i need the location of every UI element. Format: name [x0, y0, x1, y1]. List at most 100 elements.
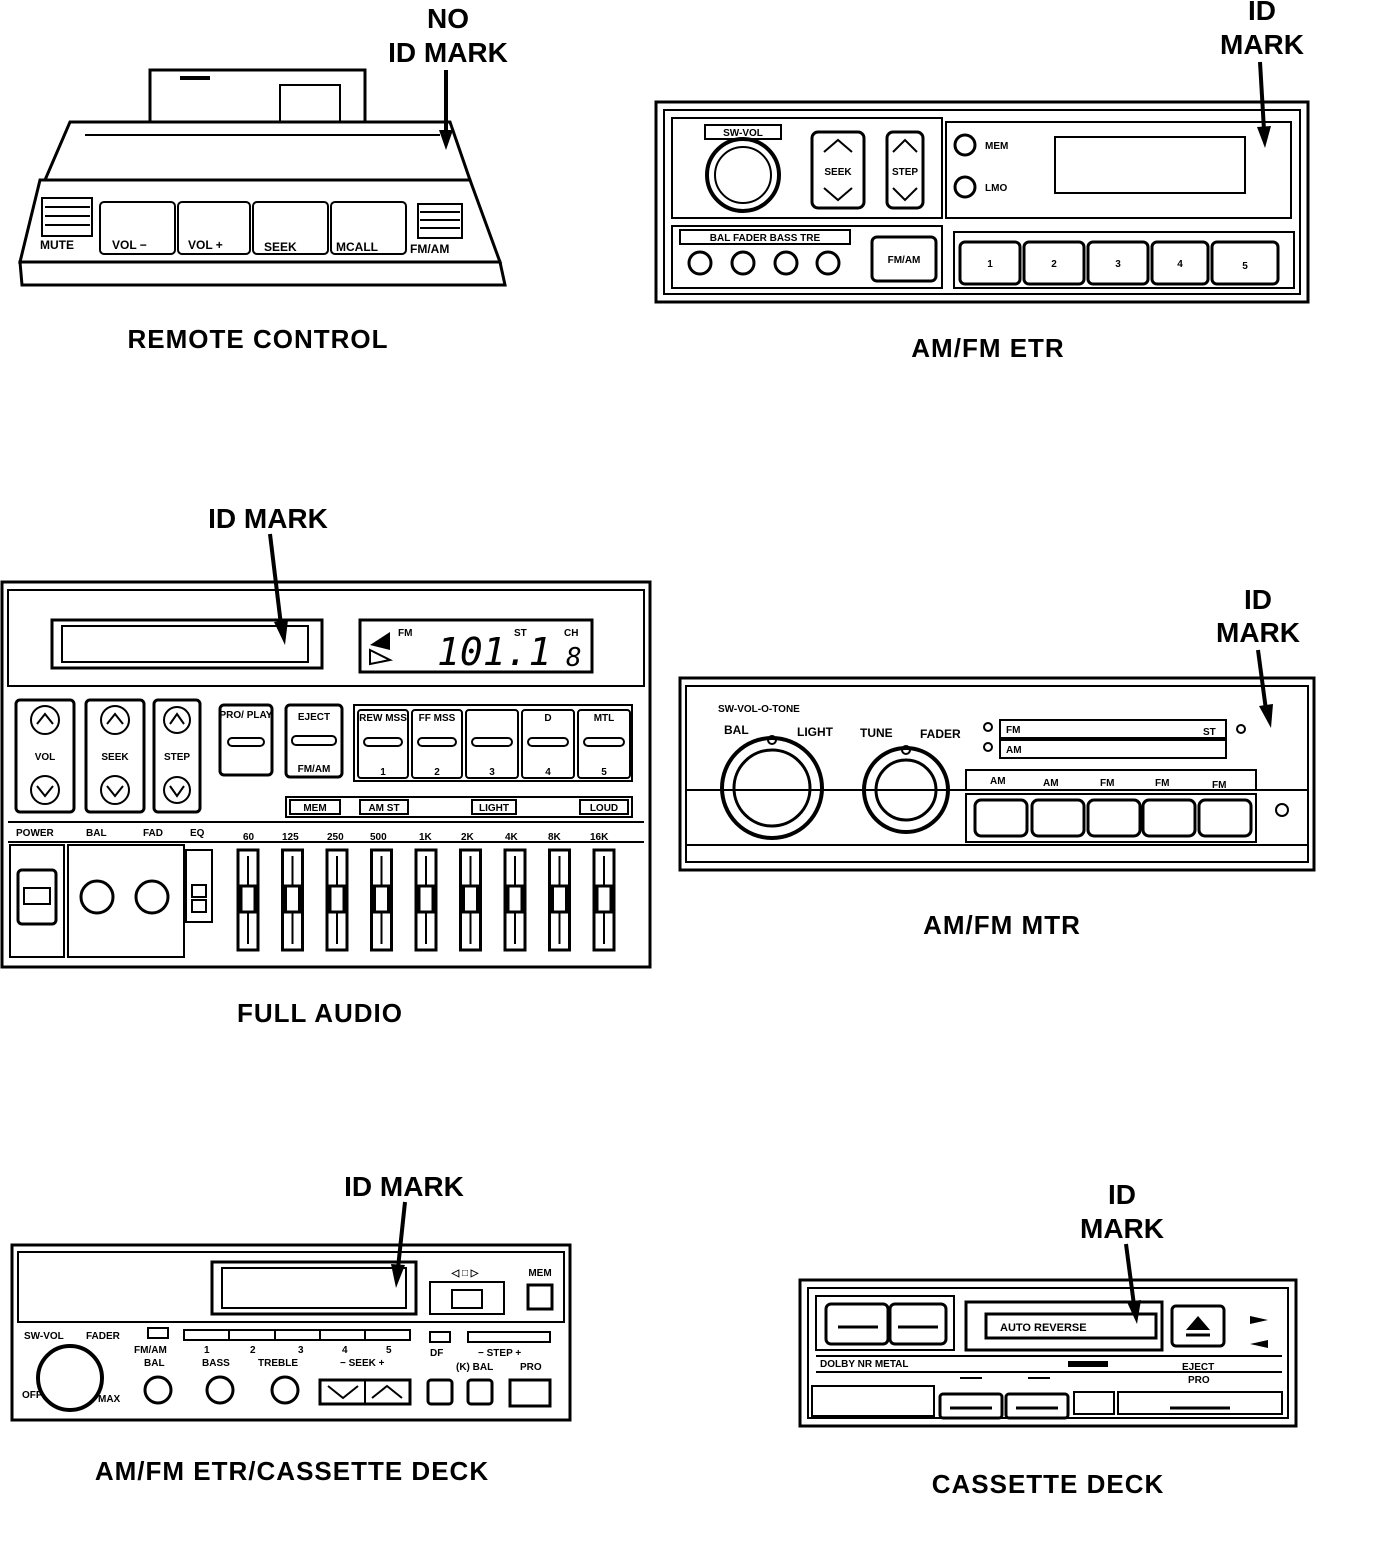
full-audio-step-rocker[interactable]: [152, 698, 202, 814]
etr-fm-am-button[interactable]: [870, 235, 938, 283]
cassette-ff-button[interactable]: [888, 1302, 948, 1346]
cassette-lower-button[interactable]: [1004, 1392, 1070, 1420]
eq-slider-track[interactable]: [325, 848, 349, 952]
mtr-preset-button[interactable]: [1030, 798, 1086, 838]
full-audio-eq-label: 8K: [548, 832, 562, 843]
full-audio-tape-button[interactable]: [521, 709, 575, 779]
cassette-eject-button[interactable]: [1170, 1304, 1226, 1348]
full-audio-bal-knob[interactable]: [79, 879, 115, 915]
cassette-rew-button[interactable]: [824, 1302, 890, 1346]
full-audio-tape-button[interactable]: [357, 709, 409, 779]
caption-full-audio: FULL AUDIO: [237, 998, 403, 1028]
etr-step-button[interactable]: [885, 130, 925, 210]
remote-button-label: VOL +: [188, 238, 223, 252]
mtr-preset-label: FM: [1212, 780, 1226, 791]
etr-cassette-df-button[interactable]: [426, 1378, 454, 1406]
etr-tone-strip-label: BAL FADER BASS TRE: [710, 233, 821, 244]
cassette-lower-button[interactable]: [811, 1385, 935, 1417]
eq-slider-knob[interactable]: [328, 884, 346, 914]
etr-cassette-bal-button[interactable]: [466, 1378, 494, 1406]
etr-cassette-pro-button[interactable]: [508, 1378, 552, 1408]
etr-cassette-mem-button[interactable]: [526, 1283, 554, 1311]
mtr-knob-label: TUNE: [860, 726, 893, 740]
eq-slider-track[interactable]: [281, 848, 304, 952]
etr-preset-button[interactable]: [1150, 240, 1210, 286]
mtr-preset-button[interactable]: [1086, 798, 1142, 838]
remote-callout-line2: ID MARK: [388, 37, 508, 68]
full-audio-eq-label: BAL: [86, 828, 107, 839]
eq-slider-track[interactable]: [414, 848, 438, 952]
full-audio-tape-button-label: FF MSS: [419, 713, 456, 724]
eq-slider-knob[interactable]: [462, 884, 479, 914]
etr-fader-knob[interactable]: [730, 250, 756, 276]
mtr-volume-knob[interactable]: [720, 736, 824, 840]
eq-slider-knob[interactable]: [506, 884, 524, 914]
remote-callout-arrow: [439, 70, 453, 150]
full-audio-tape-button[interactable]: [577, 709, 631, 779]
full-audio-eq-label: 2K: [461, 832, 475, 843]
etr-cassette-pro: PRO: [520, 1362, 542, 1373]
eq-slider-knob[interactable]: [417, 884, 435, 914]
full-audio-eject-button[interactable]: [284, 703, 344, 779]
etr-cassette-fm-am: FM/AM: [134, 1345, 167, 1356]
etr-cassette-volume-knob[interactable]: [36, 1344, 104, 1412]
etr-cassette-k-bal: (K) BAL: [456, 1362, 493, 1373]
etr-preset-button[interactable]: [1210, 240, 1280, 286]
full-audio-lcd-frequency: 101.1: [437, 630, 551, 674]
eq-slider-track[interactable]: [503, 848, 527, 952]
am-fm-etr-unit: SW-VOL SEEK STEP MEM LMO BAL FADER BASS …: [654, 100, 1310, 304]
etr-preset-button[interactable]: [958, 240, 1022, 286]
eq-slider-knob[interactable]: [551, 884, 568, 914]
full-audio-vol-rocker[interactable]: [14, 698, 76, 814]
mtr-tune-knob[interactable]: [862, 746, 950, 834]
full-audio-eject-sub-label: FM/AM: [298, 764, 331, 775]
etr-cassette-bass-knob[interactable]: [205, 1375, 235, 1405]
mtr-preset-button[interactable]: [1141, 798, 1197, 838]
eq-slider-track[interactable]: [370, 848, 393, 952]
etr-cassette-preset-bar[interactable]: [183, 1329, 411, 1341]
eq-slider-track[interactable]: [236, 848, 260, 952]
remote-mcall-button[interactable]: [330, 201, 407, 255]
cassette-lower-button[interactable]: [1117, 1391, 1283, 1415]
cassette-lower-button[interactable]: [1073, 1391, 1115, 1415]
full-audio-eq-label: 250: [327, 832, 344, 843]
remote-vol-down-button[interactable]: [99, 201, 176, 255]
etr-cassette-seek: − SEEK +: [340, 1358, 385, 1369]
eq-slider-track[interactable]: [592, 848, 616, 952]
eq-slider-knob[interactable]: [373, 884, 390, 914]
etr-cassette-treble-knob[interactable]: [270, 1375, 300, 1405]
etr-callout-arrow: [1257, 61, 1271, 148]
eq-slider-knob[interactable]: [239, 884, 257, 914]
remote-vol-up-button[interactable]: [177, 201, 251, 255]
etr-cassette-step-bar[interactable]: [467, 1331, 551, 1343]
etr-cassette-bal-knob[interactable]: [143, 1375, 173, 1405]
full-audio-pro-play-button[interactable]: [218, 703, 274, 777]
full-audio-tape-button[interactable]: [465, 709, 519, 779]
eq-slider-track[interactable]: [459, 848, 482, 952]
eq-slider-track[interactable]: [548, 848, 571, 952]
etr-treble-knob[interactable]: [815, 250, 841, 276]
cassette-lower-button[interactable]: [938, 1392, 1004, 1420]
mtr-preset-button[interactable]: [1197, 798, 1253, 838]
etr-preset-button[interactable]: [1022, 240, 1086, 286]
full-audio-fad-knob[interactable]: [134, 879, 170, 915]
eq-slider-knob[interactable]: [284, 884, 301, 914]
mtr-preset-button[interactable]: [973, 798, 1029, 838]
eq-slider-knob[interactable]: [595, 884, 613, 914]
etr-mem-button[interactable]: [953, 133, 977, 157]
etr-bal-knob[interactable]: [687, 250, 713, 276]
etr-sw-vol-label: SW-VOL: [723, 128, 763, 139]
etr-preset-button[interactable]: [1086, 240, 1150, 286]
full-audio-tape-button[interactable]: [411, 709, 463, 779]
remote-button-label: MCALL: [336, 240, 378, 254]
full-audio-seek-rocker[interactable]: [84, 698, 146, 814]
etr-volume-knob[interactable]: [705, 137, 781, 213]
full-audio-eq-switch[interactable]: [185, 849, 213, 923]
remote-seek-button[interactable]: [252, 201, 329, 255]
etr-bass-knob[interactable]: [773, 250, 799, 276]
mtr-knob-label: BAL: [724, 723, 749, 737]
full-audio-power-switch[interactable]: [16, 868, 58, 926]
etr-seek-button[interactable]: [810, 130, 866, 210]
etr-cassette-transport-switch[interactable]: [429, 1281, 505, 1315]
etr-lmo-button[interactable]: [953, 175, 977, 199]
